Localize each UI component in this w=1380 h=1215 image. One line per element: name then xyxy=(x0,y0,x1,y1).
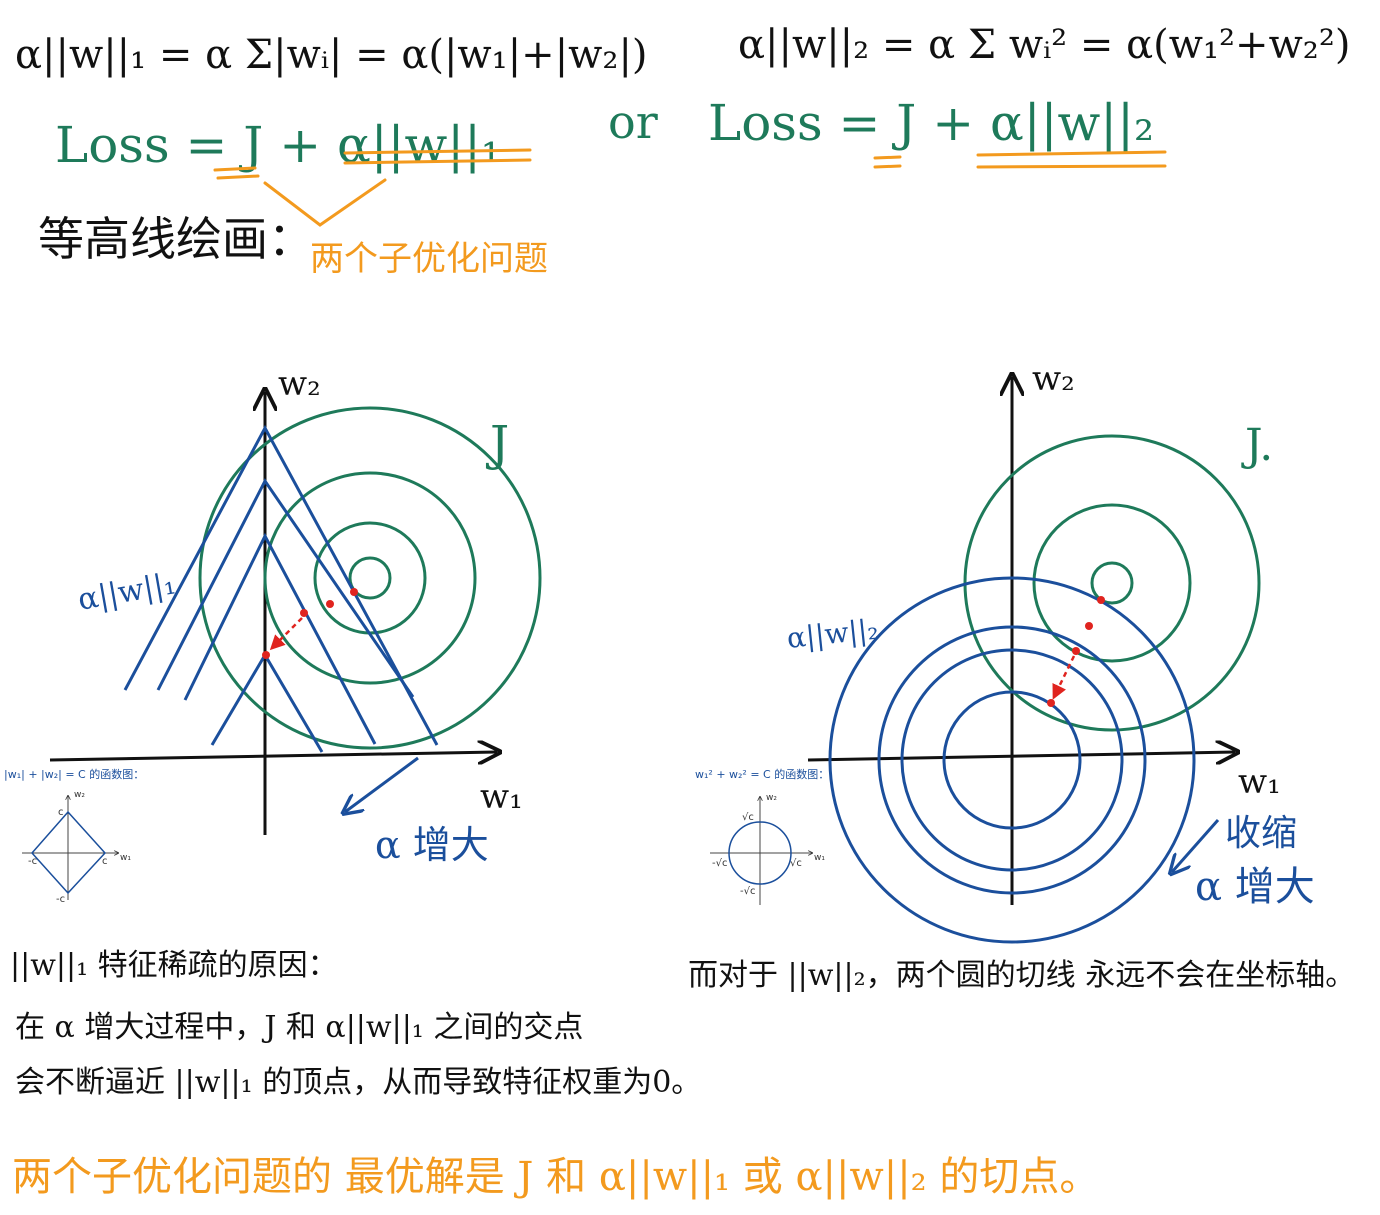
conclusion-text: 两个子优化问题的 最优解是 J 和 α||w||₁ 或 α||w||₂ 的切点。 xyxy=(12,1154,1099,1200)
right-alpha-increase: α 增大 xyxy=(1195,864,1315,910)
subproblem-label: 两个子优化问题 xyxy=(310,239,548,279)
left-inset-diamond xyxy=(30,810,107,895)
right-inset-title: w₁² + w₂² = C 的函数图： xyxy=(695,767,829,781)
left-l1-contour xyxy=(123,424,439,746)
right-l2-contour xyxy=(900,648,1124,872)
l1-sparsity-title: ||w||₁ 特征稀疏的原因： xyxy=(10,948,338,983)
loss-l1-formula: Loss = J + α||w||₁ xyxy=(55,116,501,174)
left-inset: |w₁| + |w₂| = C 的函数图： w₂ w₁ c -c -c c xyxy=(4,767,144,905)
right-l2-contour xyxy=(828,576,1196,944)
left-inset-c-top: c xyxy=(58,807,64,818)
right-inset-c-bottom: -√c xyxy=(740,886,755,897)
left-l1-contour xyxy=(156,478,415,698)
right-inset: w₁² + w₂² = C 的函数图： w₂ w₁ √c -√c -√c √c xyxy=(695,767,829,905)
left-j-contour xyxy=(198,406,542,750)
right-tangent-points xyxy=(1047,596,1105,707)
right-w2-label: w₂ xyxy=(1032,359,1075,399)
right-w1-label: w₁ xyxy=(1238,762,1281,802)
right-l2-contours xyxy=(828,576,1196,944)
l2-norm-formula: α||w||₂ = α Σ wᵢ² = α(w₁²+w₂²) xyxy=(738,22,1350,68)
right-l2-label: α||w||₂ xyxy=(785,613,880,655)
right-l2-contour xyxy=(877,625,1147,895)
left-j-contour xyxy=(263,471,477,685)
left-l1-contour xyxy=(183,532,377,745)
left-plot: w₂ w₁ J α||w||₁ α 增大 xyxy=(4,364,542,905)
l1-sparsity-line1: 在 α 增大过程中，J 和 α||w||₁ 之间的交点 xyxy=(15,1010,583,1045)
right-j-contour xyxy=(1032,503,1192,663)
right-j-contours xyxy=(963,434,1261,732)
left-w1-label: w₁ xyxy=(480,777,523,817)
l2-note: 而对于 ||w||₂，两个圆的切线 永远不会在坐标轴。 xyxy=(688,958,1355,993)
left-inset-c-left: -c xyxy=(28,856,37,867)
left-w2-label: w₂ xyxy=(278,364,321,404)
left-inset-w2: w₂ xyxy=(74,790,85,800)
right-j-contour xyxy=(963,434,1261,732)
right-shrink-label: 收缩 xyxy=(1225,813,1297,854)
left-inset-w1: w₁ xyxy=(120,853,131,863)
right-j-label: J. xyxy=(1241,420,1273,471)
left-inset-c-right: c xyxy=(102,856,108,867)
subproblem-underlines xyxy=(213,148,1167,227)
right-inset-w1: w₁ xyxy=(814,853,825,863)
l1-sparsity-line2: 会不断逼近 ||w||₁ 的顶点，从而导致特征权重为0。 xyxy=(15,1065,701,1100)
left-j-contour xyxy=(348,556,392,600)
right-inset-w2: w₂ xyxy=(766,793,777,803)
l1-norm-formula: α||w||₁ = α Σ|wᵢ| = α(|w₁|+|w₂|) xyxy=(15,32,648,78)
left-alpha-arrow xyxy=(345,756,419,812)
or-text: or xyxy=(608,95,658,149)
left-inset-c-bottom: -c xyxy=(56,894,65,905)
left-l1-label: α||w||₁ xyxy=(75,566,178,618)
right-inset-circle xyxy=(728,821,792,885)
right-plot: w₂ w₁ J. α||w||₂ 收缩 α 增大 xyxy=(695,359,1315,944)
left-inset-title: |w₁| + |w₂| = C 的函数图： xyxy=(4,767,144,781)
left-alpha-increase: α 增大 xyxy=(375,823,489,867)
left-j-label: J xyxy=(485,416,509,472)
contour-drawing-label: 等高线绘画： xyxy=(38,212,314,266)
left-tangent-points xyxy=(262,588,358,659)
loss-l2-formula: Loss = J + α||w||₂ xyxy=(708,94,1154,152)
left-j-contours xyxy=(198,406,542,750)
right-inset-c-top: √c xyxy=(742,812,754,823)
right-w1-axis xyxy=(807,752,1235,760)
right-j-contour xyxy=(1090,561,1134,605)
right-l2-contour xyxy=(942,690,1082,830)
right-inset-c-left: -√c xyxy=(712,858,727,869)
right-alpha-arrow xyxy=(1172,819,1220,872)
left-w1-axis xyxy=(49,752,497,760)
right-inset-c-right: √c xyxy=(790,858,802,869)
